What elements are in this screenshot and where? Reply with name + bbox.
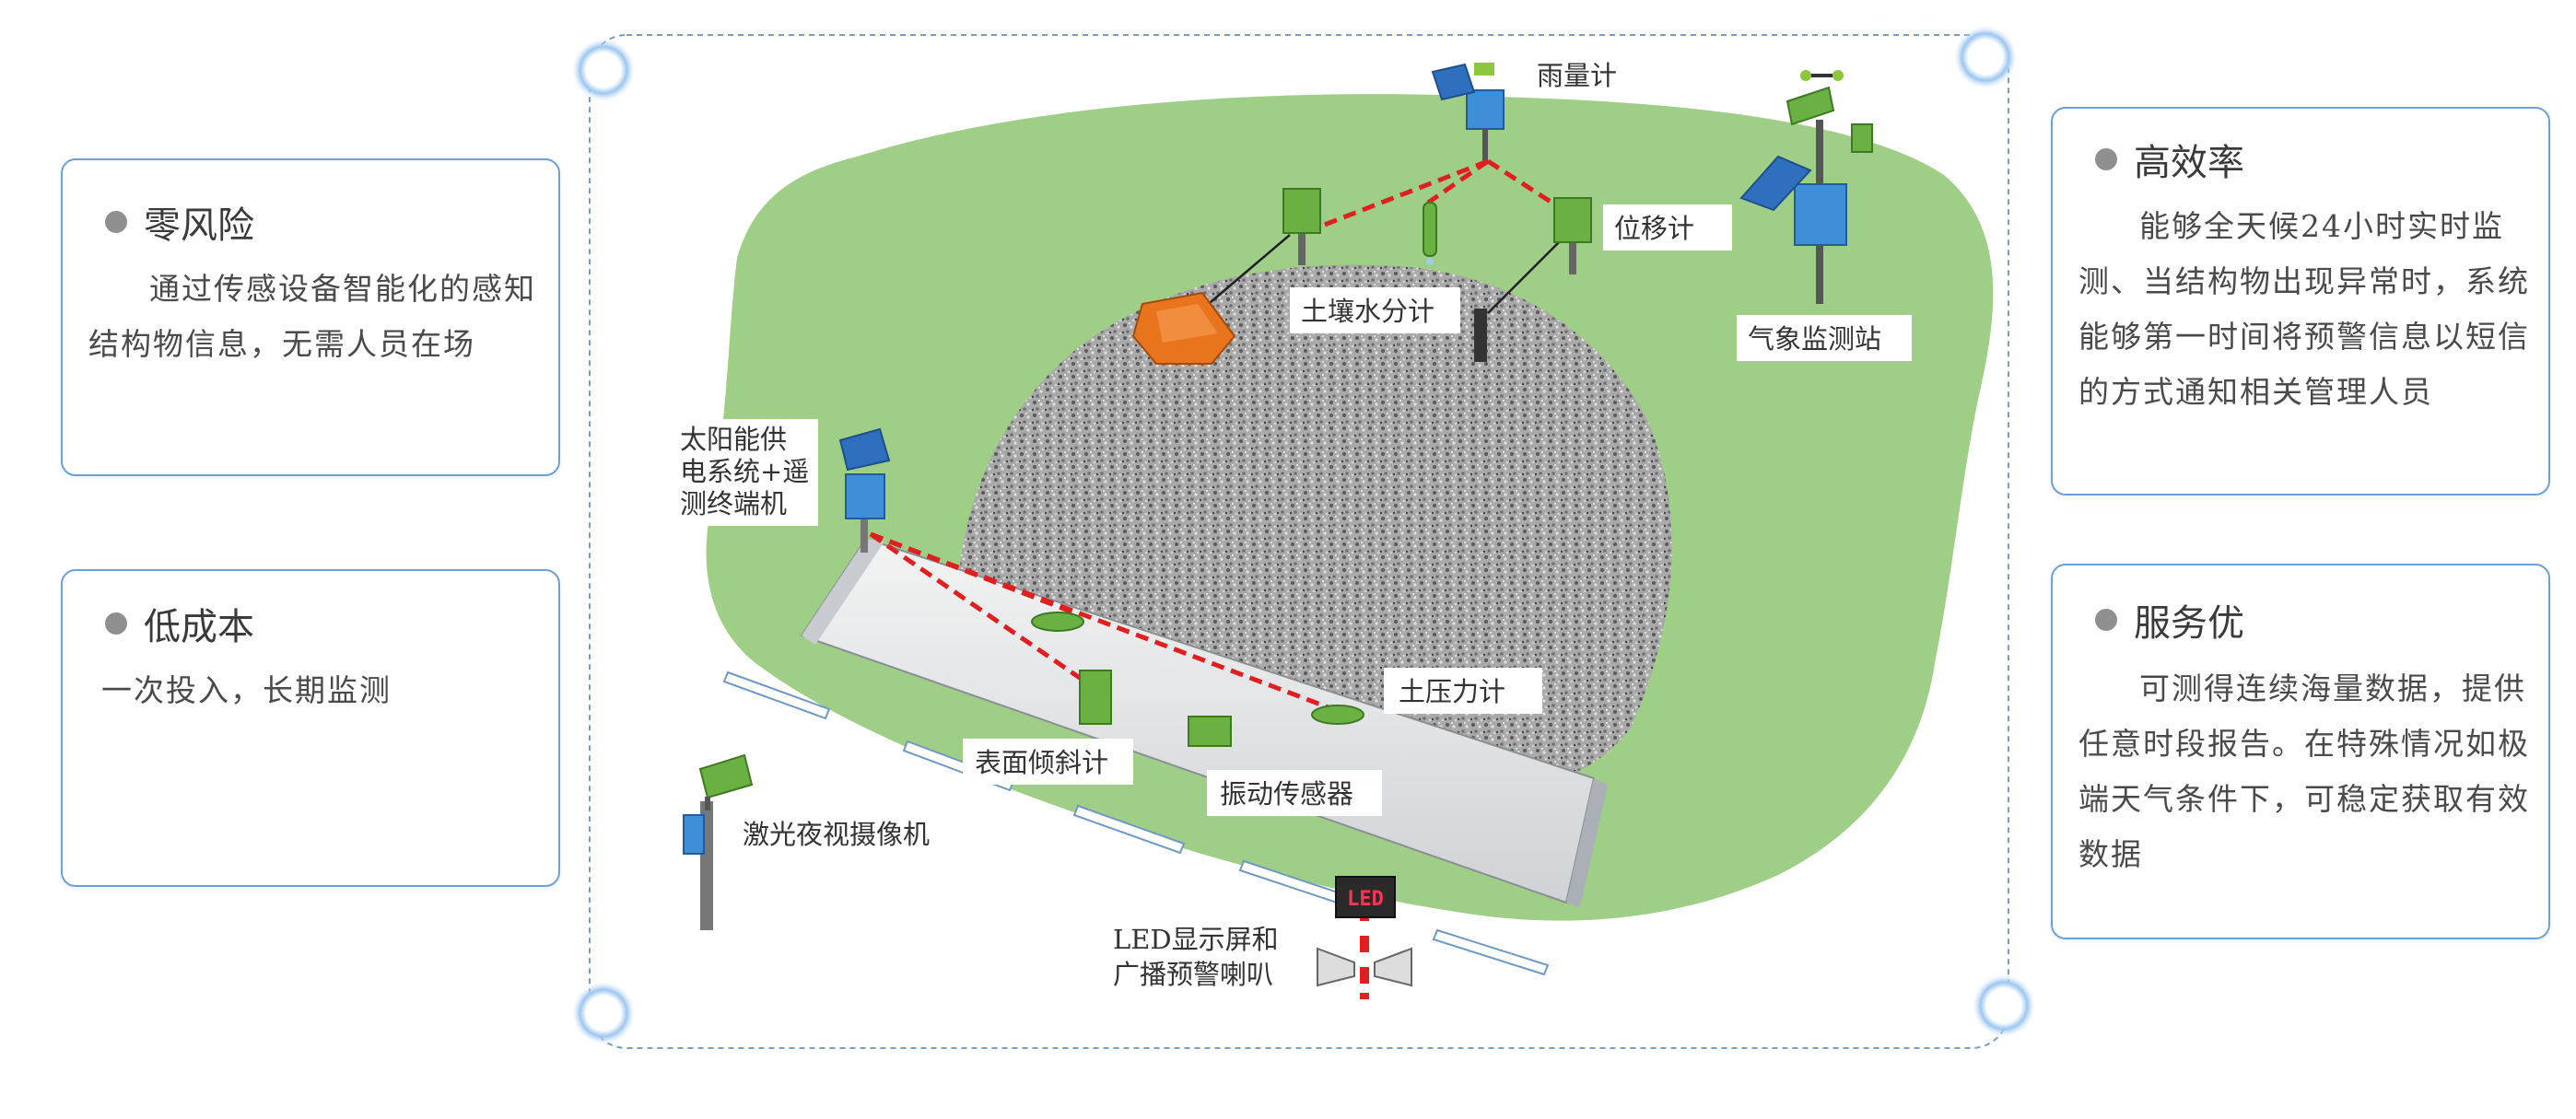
label-weather-station: 气象监测站 (1737, 315, 1912, 361)
card-service-title-text: 服务优 (2134, 602, 2244, 645)
bullet-icon (2095, 609, 2117, 631)
card-service: 服务优 可测得连续海量数据，提供任意时段报告。在特殊情况如极端天气条件下，可稳定… (2051, 564, 2550, 939)
soil-moisture-probe (1474, 309, 1487, 362)
laser-camera (683, 753, 754, 930)
retaining-wall-cap (1566, 778, 1608, 907)
label-rain-gauge-text: 雨量计 (1537, 60, 1617, 91)
bullet-icon (105, 612, 127, 635)
frame-corner-bottom-right (1973, 974, 2035, 1037)
vibration-sensor (1188, 716, 1232, 747)
card-low-cost: 低成本 一次投入，长期监测 (61, 569, 560, 887)
card-efficiency-title-text: 高效率 (2134, 142, 2244, 184)
led-warning-post: LED (1317, 876, 1412, 999)
label-led-warning: LED显示屏和 广播预警喇叭 (1106, 919, 1299, 997)
label-vibration-text: 振动传感器 (1220, 778, 1353, 810)
card-service-text: 可测得连续海量数据，提供任意时段报告。在特殊情况如极端天气条件下，可稳定获取有效… (2078, 670, 2530, 873)
label-led-line2: 广播预警喇叭 (1113, 959, 1273, 990)
earth-pressure-sensor-b (1311, 705, 1364, 725)
card-zero-risk-title-text: 零风险 (144, 204, 254, 247)
frame-corner-top-right (1954, 26, 2017, 88)
card-low-cost-text: 一次投入，长期监测 (101, 672, 392, 708)
label-weather-station-text: 气象监测站 (1748, 323, 1881, 355)
bullet-icon (2095, 148, 2117, 170)
displacement-sensor-left (1282, 188, 1321, 265)
card-low-cost-title-text: 低成本 (144, 606, 254, 648)
card-service-title: 服务优 (2095, 593, 2244, 647)
rain-probe (1423, 202, 1437, 265)
label-earth-pressure: 土压力计 (1384, 668, 1542, 714)
label-laser-camera-text: 激光夜视摄像机 (743, 819, 930, 850)
label-led-line1: LED显示屏和 (1113, 924, 1279, 955)
label-surface-tilt-text: 表面倾斜计 (975, 747, 1108, 778)
earth-pressure-sensor-a (1031, 612, 1084, 632)
solar-terminal (838, 427, 891, 553)
diagram-frame (589, 34, 2009, 1049)
label-soil-moisture-text: 土壤水分计 (1301, 296, 1434, 327)
card-low-cost-title: 低成本 (105, 597, 254, 650)
label-vibration: 振动传感器 (1207, 770, 1382, 816)
card-efficiency-text: 能够全天候24小时实时监测、当结构物出现异常时，系统能够第一时间将预警信息以短信… (2078, 208, 2530, 411)
surface-tilt-sensor (1079, 670, 1112, 725)
displacement-sensor-right (1553, 197, 1592, 274)
label-displacement: 位移计 (1603, 204, 1732, 251)
led-screen-text: LED (1347, 888, 1384, 911)
card-zero-risk-title: 零风险 (105, 195, 254, 249)
frame-corner-top-left (572, 39, 635, 101)
weather-station (1739, 70, 1873, 304)
label-soil-moisture: 土壤水分计 (1290, 287, 1460, 333)
card-efficiency: 高效率 能够全天候24小时实时监测、当结构物出现异常时，系统能够第一时间将预警信… (2051, 107, 2550, 495)
label-solar-terminal: 太阳能供 电系统+遥 测终端机 (671, 419, 818, 526)
label-solar-line1: 太阳能供 (680, 424, 787, 455)
road-markings (722, 670, 1550, 976)
alert-lines (869, 158, 1568, 717)
label-rain-gauge: 雨量计 (1525, 53, 1633, 94)
rain-gauge-station (1431, 63, 1505, 161)
label-displacement-text: 位移计 (1614, 213, 1694, 244)
label-solar-line2: 电系统+遥 (680, 456, 809, 487)
label-laser-camera: 激光夜视摄像机 (735, 810, 956, 857)
card-zero-risk: 零风险 通过传感设备智能化的感知结构物信息，无需人员在场 (61, 158, 560, 476)
frame-corner-bottom-left (572, 982, 635, 1044)
label-earth-pressure-text: 土压力计 (1399, 676, 1505, 707)
card-zero-risk-text: 通过传感设备智能化的感知结构物信息，无需人员在场 (88, 271, 536, 363)
label-solar-line3: 测终端机 (680, 488, 787, 519)
bullet-icon (105, 211, 127, 233)
card-efficiency-title: 高效率 (2095, 133, 2244, 186)
sensor-wires (1197, 234, 1567, 314)
retaining-wall-top (802, 539, 884, 645)
label-surface-tilt: 表面倾斜计 (963, 739, 1133, 785)
